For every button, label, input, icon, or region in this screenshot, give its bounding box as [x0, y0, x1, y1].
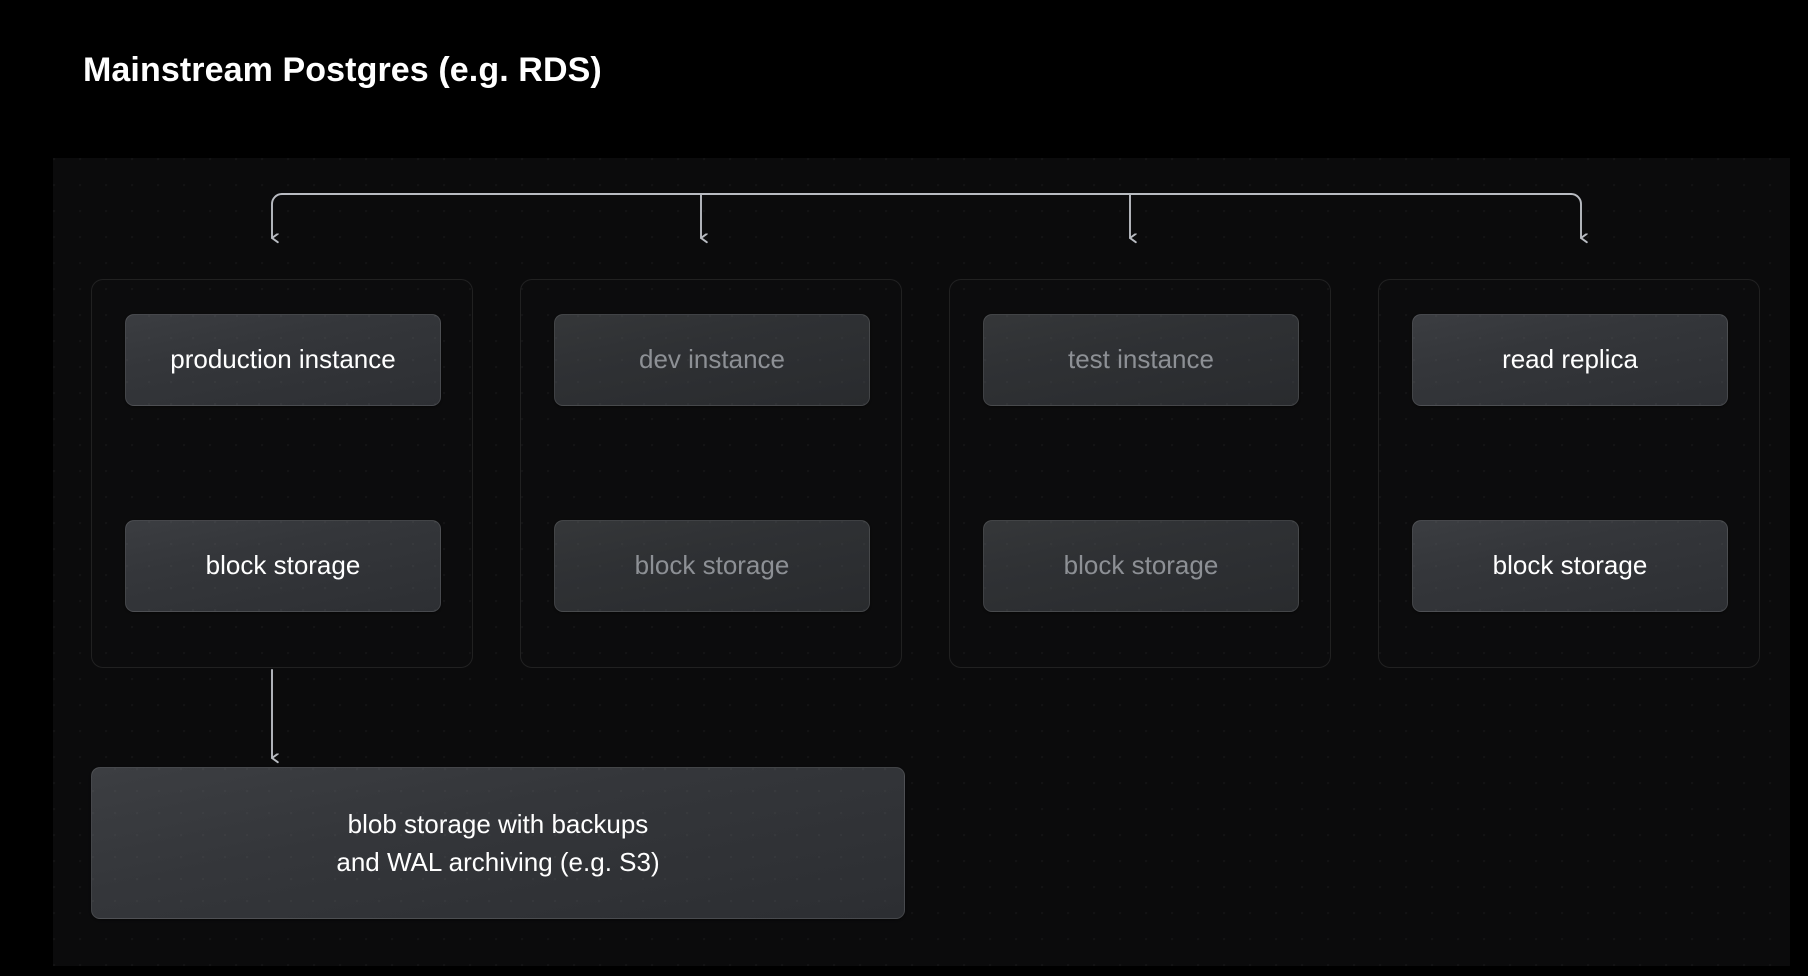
- column-read-replica[interactable]: read replica block storage: [1378, 279, 1760, 668]
- card-production-block-storage[interactable]: block storage: [125, 520, 441, 612]
- column-test[interactable]: test instance block storage: [949, 279, 1331, 668]
- card-read-replica[interactable]: read replica: [1412, 314, 1728, 406]
- column-dev[interactable]: dev instance block storage: [520, 279, 902, 668]
- card-label: block storage: [1492, 550, 1648, 581]
- diagram-panel: production instance block storage dev in…: [53, 158, 1790, 966]
- page-title: Mainstream Postgres (e.g. RDS): [83, 51, 602, 89]
- card-production-instance[interactable]: production instance: [125, 314, 441, 406]
- blob-storage-line-2: and WAL archiving (e.g. S3): [336, 847, 660, 877]
- card-test-block-storage[interactable]: block storage: [983, 520, 1299, 612]
- columns-row: production instance block storage dev in…: [53, 158, 1790, 966]
- blob-storage-label: blob storage with backups and WAL archiv…: [336, 805, 659, 882]
- card-label: dev instance: [639, 344, 785, 375]
- card-read-replica-block-storage[interactable]: block storage: [1412, 520, 1728, 612]
- card-label: block storage: [634, 550, 790, 581]
- blob-storage-line-1: blob storage with backups: [347, 808, 649, 839]
- card-dev-instance[interactable]: dev instance: [554, 314, 870, 406]
- card-label: production instance: [170, 344, 396, 375]
- card-label: block storage: [1063, 550, 1219, 581]
- card-blob-storage[interactable]: blob storage with backups and WAL archiv…: [91, 767, 905, 919]
- card-dev-block-storage[interactable]: block storage: [554, 520, 870, 612]
- column-production[interactable]: production instance block storage: [91, 279, 473, 668]
- card-label: read replica: [1502, 344, 1638, 375]
- card-test-instance[interactable]: test instance: [983, 314, 1299, 406]
- card-label: test instance: [1068, 344, 1214, 375]
- card-label: block storage: [205, 550, 361, 581]
